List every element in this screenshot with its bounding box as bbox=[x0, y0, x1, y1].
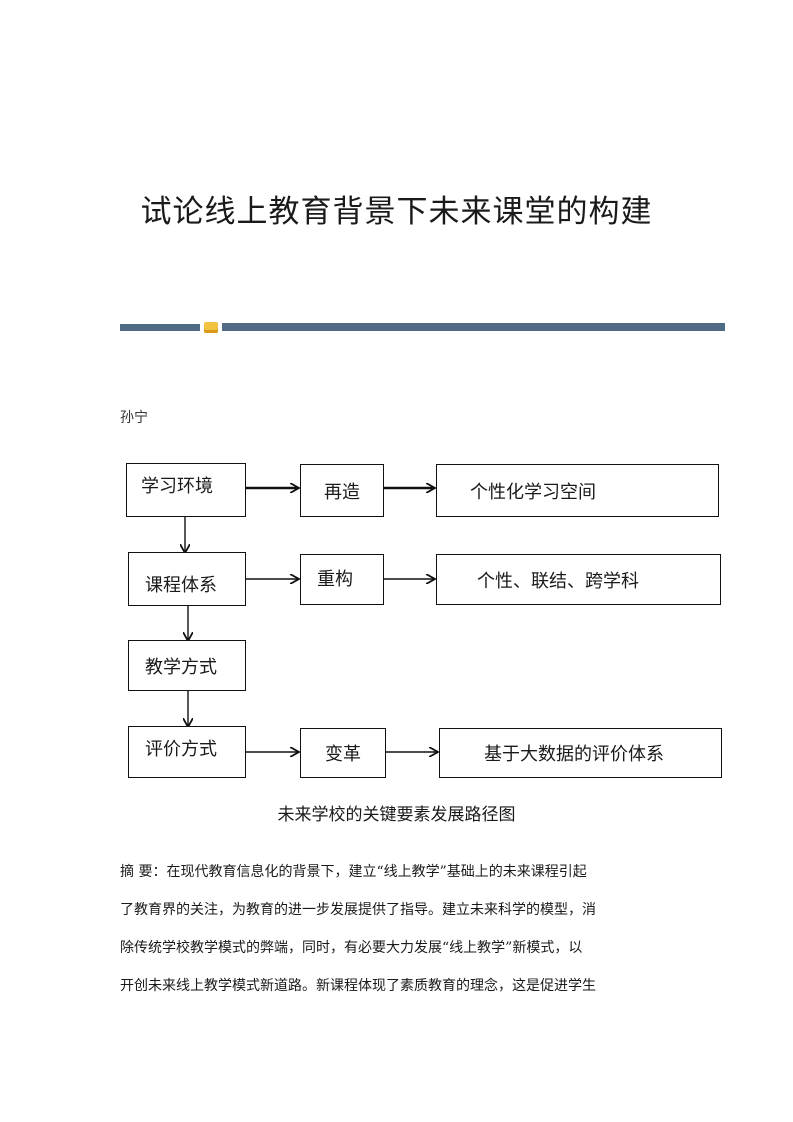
node-cross-discipline: 个性、联结、跨学科 bbox=[436, 554, 721, 605]
author-name: 孙宁 bbox=[120, 410, 148, 426]
divider-ornament-icon bbox=[204, 322, 218, 333]
title-divider-right bbox=[222, 323, 725, 331]
node-rebuild: 再造 bbox=[300, 464, 384, 517]
diagram-caption: 未来学校的关键要素发展路径图 bbox=[277, 805, 516, 825]
node-restructure: 重构 bbox=[300, 554, 384, 605]
node-reform: 变革 bbox=[300, 728, 386, 778]
abstract-line: 摘 要：在现代教育信息化的背景下，建立“线上教学”基础上的未来课程引起 bbox=[120, 864, 587, 880]
abstract-line: 开创未来线上教学模式新道路。新课程体现了素质教育的理念，这是促进学生 bbox=[120, 978, 596, 994]
node-learning-environment: 学习环境 bbox=[126, 463, 246, 517]
title-divider-left bbox=[120, 324, 200, 331]
abstract-line: 了教育界的关注，为教育的进一步发展提供了指导。建立未来科学的模型，消 bbox=[120, 902, 596, 918]
abstract-line: 除传统学校教学模式的弊端，同时，有必要大力发展“线上教学”新模式，以 bbox=[120, 940, 583, 956]
node-evaluation-method: 评价方式 bbox=[128, 726, 246, 778]
node-teaching-method: 教学方式 bbox=[128, 640, 246, 691]
document-title: 试论线上教育背景下未来课堂的构建 bbox=[140, 194, 653, 230]
node-bigdata-evaluation: 基于大数据的评价体系 bbox=[439, 728, 722, 778]
abstract-paragraph: 摘 要：在现代教育信息化的背景下，建立“线上教学”基础上的未来课程引起 了教育界… bbox=[120, 853, 680, 1005]
node-curriculum-system: 课程体系 bbox=[128, 552, 246, 606]
node-personalized-space: 个性化学习空间 bbox=[436, 464, 719, 517]
